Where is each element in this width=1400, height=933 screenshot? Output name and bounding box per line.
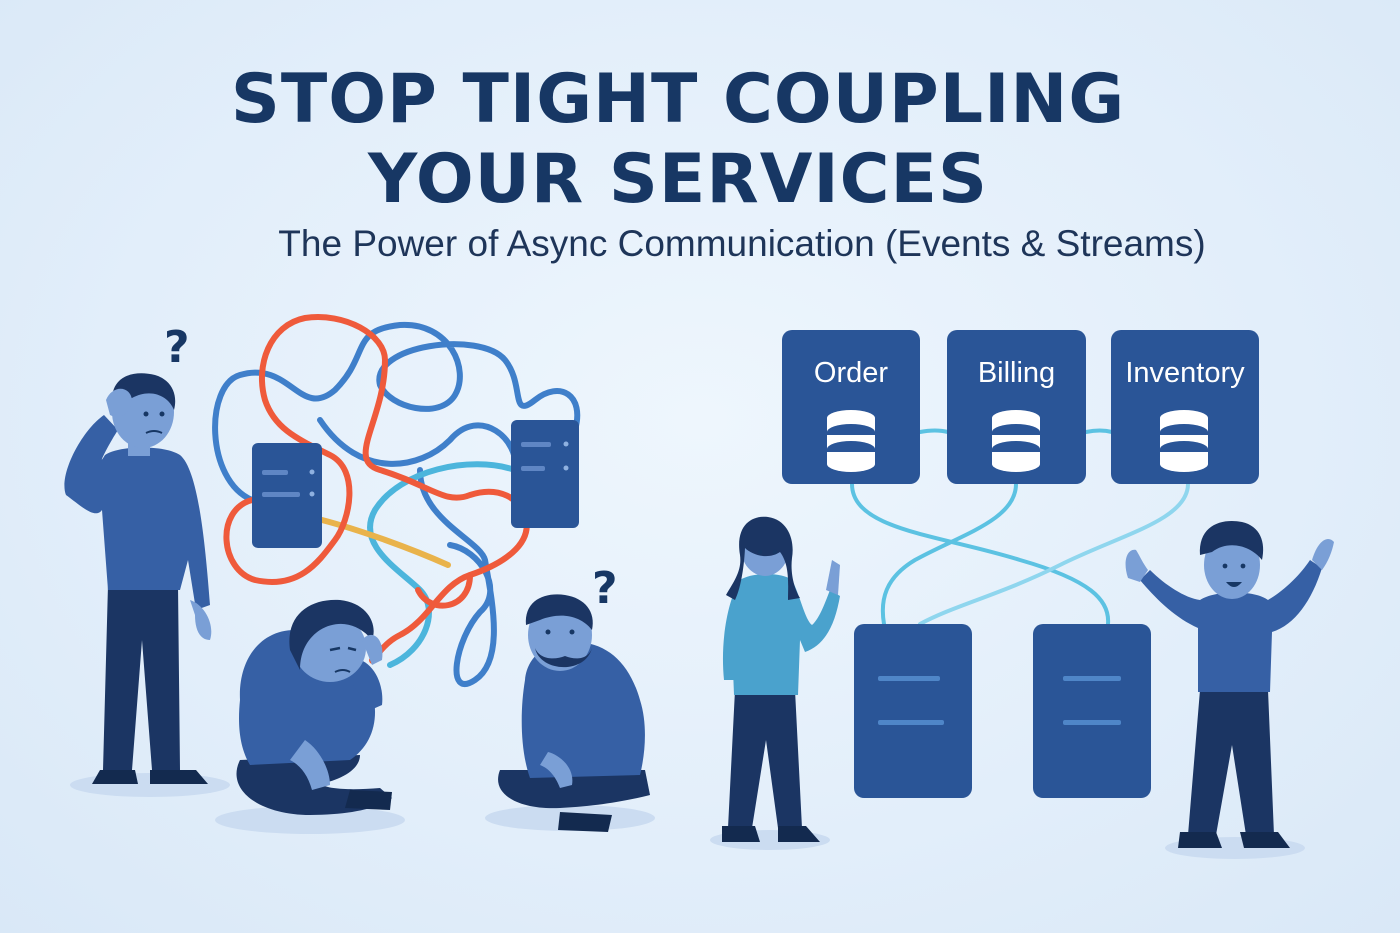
question-mark-left: ? [164,322,190,373]
tangle-wire-blue-2 [317,417,519,687]
tangle-wire-red-2 [415,572,473,609]
consumer-server-left [854,624,972,798]
event-streams [850,428,1190,626]
confused-sitting-bearded-man [498,594,650,832]
question-mark-right: ? [592,563,618,614]
stream-order-consumer-right [850,482,1111,626]
service-label-inventory: Inventory [1125,357,1245,389]
service-label-billing: Billing [977,357,1056,389]
database-icon [1160,410,1208,472]
decoupled-services-scene [710,330,1334,859]
tangled-coupling-scene: ? ? [64,314,655,834]
service-order-box [782,330,920,484]
stream-order-billing [918,428,950,434]
tangled-wires [212,314,581,687]
tangle-wire-blue-1 [212,321,581,503]
consumer-server-right [1033,624,1151,798]
tangle-wire-cyan [367,461,518,668]
coupled-server-left [252,443,322,548]
confused-standing-man [64,373,212,784]
database-icon [827,410,875,472]
headline-line-1: STOP TIGHT COUPLING [230,60,1126,139]
pointing-woman [722,516,840,842]
stream-inventory-consumer-left [918,482,1190,626]
service-billing-box [947,330,1086,484]
service-inventory-box [1111,330,1259,484]
stream-billing-inventory [1084,428,1114,434]
celebrating-man [1125,520,1334,848]
service-label-order: Order [813,357,889,389]
stream-billing-consumer-left [880,482,1018,626]
subtitle: The Power of Async Communication (Events… [278,223,1206,264]
stressed-sitting-woman [236,599,392,815]
tangle-wire-yellow [319,517,451,568]
database-icon [992,410,1040,472]
tangle-wire-red [223,314,530,664]
headline-line-2: YOUR SERVICES [368,140,988,219]
coupled-server-right [511,420,579,528]
